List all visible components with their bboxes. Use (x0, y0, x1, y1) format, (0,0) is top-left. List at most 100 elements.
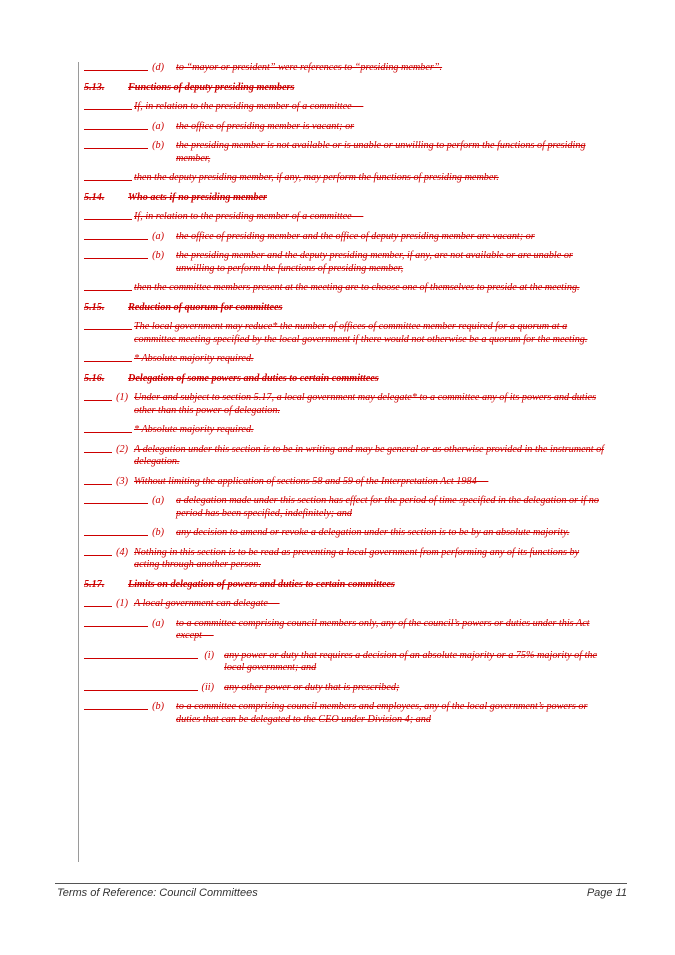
strike-leader (84, 483, 112, 485)
strike-leader (84, 329, 132, 330)
paragraph-number: (4) (116, 546, 128, 558)
struck-paragraph: then the committee members present at th… (84, 282, 604, 295)
strike-leader (84, 148, 148, 149)
paragraph-text: The local government may reduce* the num… (134, 321, 588, 345)
strike-leader (84, 219, 132, 220)
struck-paragraph: The local government may reduce* the num… (84, 321, 604, 346)
paragraph-text: then the deputy presiding member, if any… (134, 172, 499, 183)
struck-paragraph: (d) to “mayor or president” were referenc… (84, 62, 604, 75)
strike-leader (84, 400, 112, 401)
page-number: Page 11 (586, 887, 627, 899)
strike-leader (84, 709, 148, 710)
strike-leader (84, 451, 112, 453)
struck-paragraph: (4) Nothing in this section is to be read… (84, 547, 604, 572)
struck-paragraph: (b) to a committee comprising council mem… (84, 701, 604, 726)
strike-leader (84, 361, 132, 362)
struck-paragraph: (2) A delegation under this section is to… (84, 444, 604, 469)
struck-paragraph: If, in relation to the presiding member … (84, 101, 604, 114)
paragraph-text: Under and subject to section 5.17, a loc… (134, 392, 597, 416)
paragraph-text: any power or duty that requires a decisi… (224, 649, 598, 674)
strike-leader (84, 657, 198, 659)
footer-title: Terms of Reference: Council Committees (57, 887, 258, 899)
struck-paragraph: then the deputy presiding member, if any… (84, 172, 604, 185)
struck-paragraph: (i) any power or duty that requires a dec… (84, 650, 604, 675)
section-heading: 5.14. Who acts if no presiding member (84, 192, 604, 205)
strike-leader (84, 180, 132, 181)
paragraph-text: the presiding member is not available or… (176, 140, 586, 164)
strike-leader (84, 290, 132, 291)
struck-paragraph: * Absolute majority required. (84, 424, 604, 437)
paragraph-text: to “mayor or president” were references … (176, 62, 443, 73)
strike-leader (84, 432, 132, 433)
section-number: 5.15. (84, 301, 105, 313)
paragraph-text: the office of presiding member is vacant… (176, 120, 355, 132)
paragraph-number: (d) (152, 62, 164, 73)
paragraph-text: any decision to amend or revoke a delega… (176, 527, 570, 538)
struck-paragraph: (b) any decision to amend or revoke a del… (84, 527, 604, 540)
paragraph-number: (i) (204, 649, 214, 661)
struck-paragraph: (b) the presiding member and the deputy p… (84, 250, 604, 275)
struck-paragraph: (ii) any other power or duty that is pres… (84, 682, 604, 695)
paragraph-text: Nothing in this section is to be read as… (134, 546, 580, 571)
paragraph-text: * Absolute majority required. (134, 424, 254, 435)
strike-leader (84, 689, 198, 691)
struck-paragraph: (1) Under and subject to section 5.17, a … (84, 392, 604, 417)
strike-leader (84, 554, 112, 556)
struck-paragraph: (1) A local government can delegate — (84, 598, 604, 611)
paragraph-text: Without limiting the application of sect… (134, 475, 489, 487)
revision-change-bar (78, 62, 79, 862)
struck-paragraph: (a) to a committee comprising council mem… (84, 618, 604, 643)
paragraph-number: (2) (116, 443, 128, 455)
section-heading: 5.13.Functions of deputy presiding membe… (84, 82, 604, 95)
paragraph-number: (3) (116, 475, 128, 487)
paragraph-number: (b) (152, 250, 164, 261)
paragraph-number: (b) (152, 701, 164, 712)
strike-leader (84, 503, 148, 504)
section-heading: 5.15.Reduction of quorum for committees (84, 302, 604, 315)
strike-leader (84, 70, 148, 71)
section-heading: 5.17. Limits on delegation of powers and … (84, 579, 604, 592)
paragraph-text: A local government can delegate — (134, 598, 280, 609)
section-heading: 5.16. Delegation of some powers and dutie… (84, 373, 604, 386)
paragraph-number: (ii) (201, 681, 214, 693)
section-number: 5.17. (84, 578, 105, 590)
strike-leader (84, 606, 112, 607)
strike-leader (84, 258, 148, 259)
paragraph-number: (b) (152, 527, 164, 538)
paragraph-text: the presiding member and the deputy pres… (176, 250, 573, 274)
strike-leader (84, 625, 148, 627)
paragraph-number: (a) (152, 617, 164, 629)
struck-paragraph: * Absolute majority required. (84, 353, 604, 366)
paragraph-text: the office of presiding member and the o… (176, 230, 535, 242)
paragraph-text: to a committee comprising council member… (176, 701, 588, 725)
struck-paragraph: (a) a delegation made under this section … (84, 495, 604, 520)
section-number: 5.14. (84, 191, 105, 203)
struck-paragraph: (b) the presiding member is not available… (84, 140, 604, 165)
section-title: Who acts if no presiding member (128, 191, 267, 203)
section-title: Functions of deputy presiding members (128, 81, 295, 93)
section-title: Limits on delegation of powers and dutie… (128, 578, 395, 590)
paragraph-number: (1) (116, 392, 128, 403)
strike-leader (84, 535, 148, 536)
paragraph-number: (1) (116, 598, 128, 609)
paragraph-text: If, in relation to the presiding member … (134, 101, 364, 112)
strike-leader (84, 128, 148, 130)
paragraph-text: a delegation made under this section has… (176, 495, 599, 519)
paragraph-number: (a) (152, 120, 164, 132)
strike-leader (84, 238, 148, 240)
paragraph-number: (b) (152, 140, 164, 151)
struck-paragraph: (a) the office of presiding member is vac… (84, 121, 604, 134)
strike-leader (84, 109, 132, 110)
section-number: 5.16. (84, 372, 105, 384)
paragraph-number: (a) (152, 495, 164, 506)
struck-paragraph: If, in relation to the presiding member … (84, 211, 604, 224)
paragraph-text: any other power or duty that is prescrib… (224, 681, 400, 693)
paragraph-text: A delegation under this section is to be… (134, 443, 604, 468)
section-title: Delegation of some powers and duties to … (128, 372, 379, 384)
paragraph-number: (a) (152, 230, 164, 242)
struck-paragraph: (a) the office of presiding member and th… (84, 231, 604, 244)
paragraph-text: If, in relation to the presiding member … (134, 211, 364, 222)
paragraph-text: then the committee members present at th… (134, 282, 580, 293)
paragraph-text: to a committee comprising council member… (176, 617, 590, 642)
